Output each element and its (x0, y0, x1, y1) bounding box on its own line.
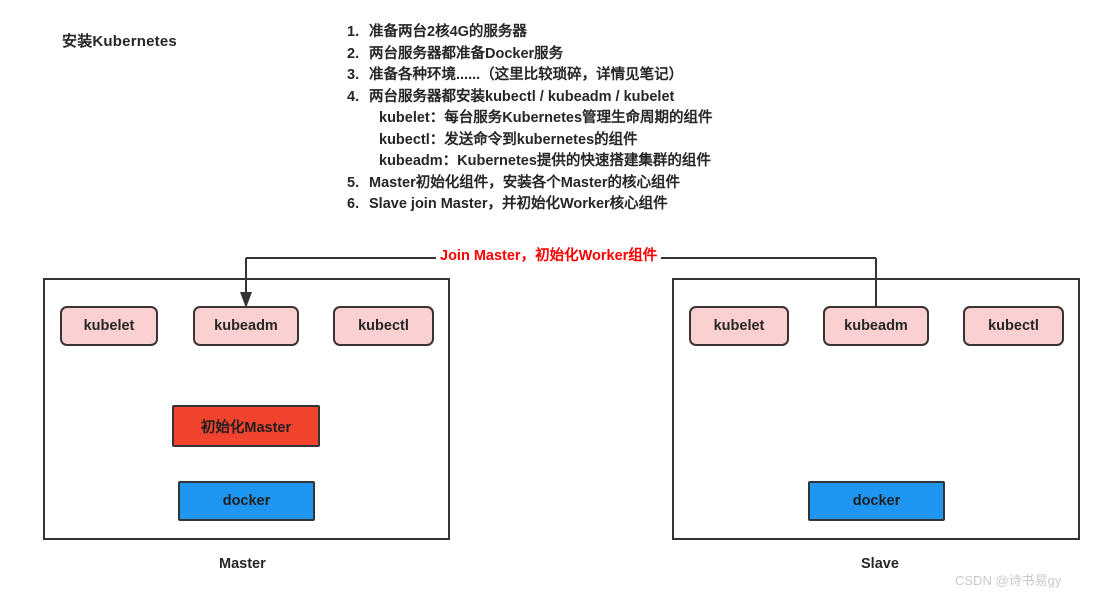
list-item-number: 1. (347, 24, 360, 40)
list-item-number: 4. (347, 88, 360, 105)
component-kubeadm-master[interactable]: kubeadm (193, 306, 299, 346)
component-kubectl-slave[interactable]: kubectl (963, 306, 1064, 346)
list-item-subtext: kubeadm：Kubernetes提供的快速搭建集群的组件 (379, 153, 711, 169)
component-kubeadm-slave[interactable]: kubeadm (823, 306, 929, 346)
list-item-text: 两台服务器都准备Docker服务 (369, 45, 564, 62)
list-item-number: 5. (347, 174, 360, 191)
list-item-subtext: kubectl：发送命令到kubernetes的组件 (379, 131, 638, 148)
component-kubelet-master[interactable]: kubelet (60, 306, 158, 346)
list-item-number: 2. (347, 45, 360, 62)
list-item-text: Slave join Master，并初始化Worker核心组件 (369, 196, 668, 212)
list-item-number: 6. (347, 196, 360, 212)
component-kubectl-master[interactable]: kubectl (333, 306, 434, 346)
list-item-subtext: kubelet：每台服务Kubernetes管理生命周期的组件 (379, 110, 713, 126)
docker-box-slave[interactable]: docker (808, 481, 945, 521)
list-item-text: 准备两台2核4G的服务器 (369, 24, 527, 40)
list-item-text: 准备各种环境......（这里比较琐碎，详情见笔记） (369, 67, 684, 83)
install-steps-list: 1. 准备两台2核4G的服务器 2. 两台服务器都准备Docker服务 3. 准… (347, 22, 807, 216)
list-item: 6. Slave join Master，并初始化Worker核心组件 (347, 194, 807, 216)
list-item: 3. 准备各种环境......（这里比较琐碎，详情见笔记） (347, 65, 807, 87)
component-kubelet-slave[interactable]: kubelet (689, 306, 789, 346)
host-label-slave: Slave (861, 556, 899, 572)
watermark: CSDN @诗书易gy (955, 573, 1062, 588)
list-item-number: 3. (347, 67, 360, 83)
list-item: 2. 两台服务器都准备Docker服务 (347, 44, 807, 66)
list-item: 1. 准备两台2核4G的服务器 (347, 22, 807, 44)
page-title: 安装Kubernetes (62, 33, 177, 50)
init-master-box[interactable]: 初始化Master (172, 405, 320, 447)
list-item: 5. Master初始化组件，安装各个Master的核心组件 (347, 173, 807, 195)
list-item-text: 两台服务器都安装kubectl / kubeadm / kubelet (369, 88, 675, 105)
join-master-label: Join Master，初始化Worker组件 (436, 244, 662, 265)
host-container-slave (672, 278, 1080, 540)
host-container-master (43, 278, 450, 540)
host-label-master: Master (219, 556, 266, 572)
list-item: 4. 两台服务器都安装kubectl / kubeadm / kubelet k… (347, 87, 807, 173)
docker-box-master[interactable]: docker (178, 481, 315, 521)
list-item-text: Master初始化组件，安装各个Master的核心组件 (369, 174, 680, 191)
